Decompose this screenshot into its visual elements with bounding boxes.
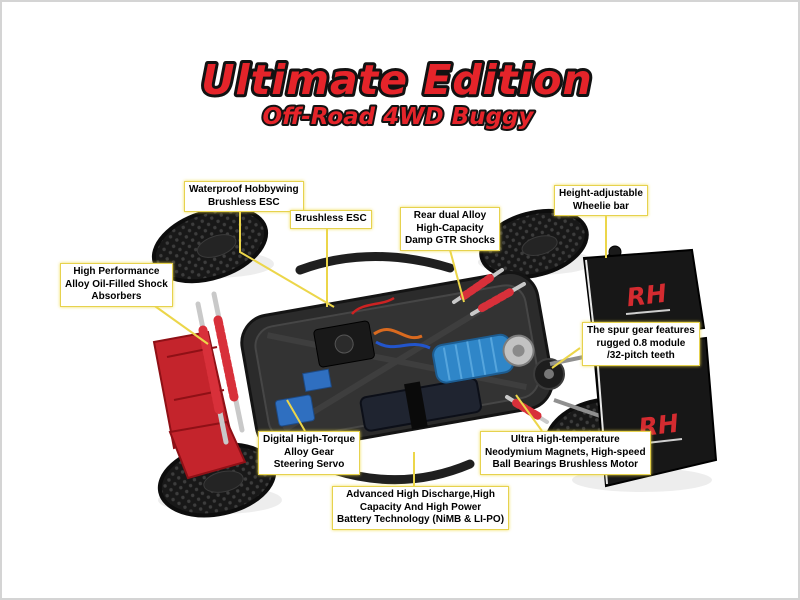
top-nerf-bar xyxy=(295,251,455,275)
leader-rear-shocks xyxy=(449,249,465,303)
wing-logo-top: RH xyxy=(625,279,668,313)
callout-brushless-esc: Brushless ESC xyxy=(290,210,372,229)
wiring xyxy=(351,296,431,350)
tire-front-right xyxy=(479,208,589,280)
callout-steering-servo: Digital High-Torque Alloy Gear Steering … xyxy=(258,431,361,475)
callout-waterproof-esc: Waterproof Hobbywing Brushless ESC xyxy=(184,181,304,212)
callout-leader-lines xyxy=(151,209,607,486)
spur-gear xyxy=(533,358,565,390)
leader-steering-servo xyxy=(286,399,306,432)
callout-battery: Advanced High Discharge,High Capacity An… xyxy=(332,486,510,530)
leader-front-shocks xyxy=(151,303,209,345)
callout-spur-gear: The spur gear features rugged 0.8 module… xyxy=(582,322,700,366)
steering-servo xyxy=(274,394,315,427)
tire-front-left xyxy=(151,206,269,284)
leader-motor xyxy=(515,394,543,432)
chassis xyxy=(240,271,554,454)
front-alloy-plates xyxy=(152,330,247,480)
title-main: Ultimate Edition xyxy=(201,56,593,104)
callout-rear-shocks: Rear dual Alloy High-Capacity Damp GTR S… xyxy=(400,207,501,251)
brushless-motor xyxy=(432,333,535,384)
leader-waterproof-esc xyxy=(239,209,335,308)
leader-spur-gear xyxy=(551,347,581,369)
callout-wheelie-bar: Height-adjustable Wheelie bar xyxy=(554,185,648,216)
receiver-box xyxy=(302,368,332,392)
callout-front-shocks: High Performance Alloy Oil-Filled Shock … xyxy=(60,263,173,307)
callout-motor: Ultra High-temperature Neodymium Magnets… xyxy=(480,431,651,475)
title-sub: Off-Road 4WD Buggy xyxy=(263,104,535,130)
